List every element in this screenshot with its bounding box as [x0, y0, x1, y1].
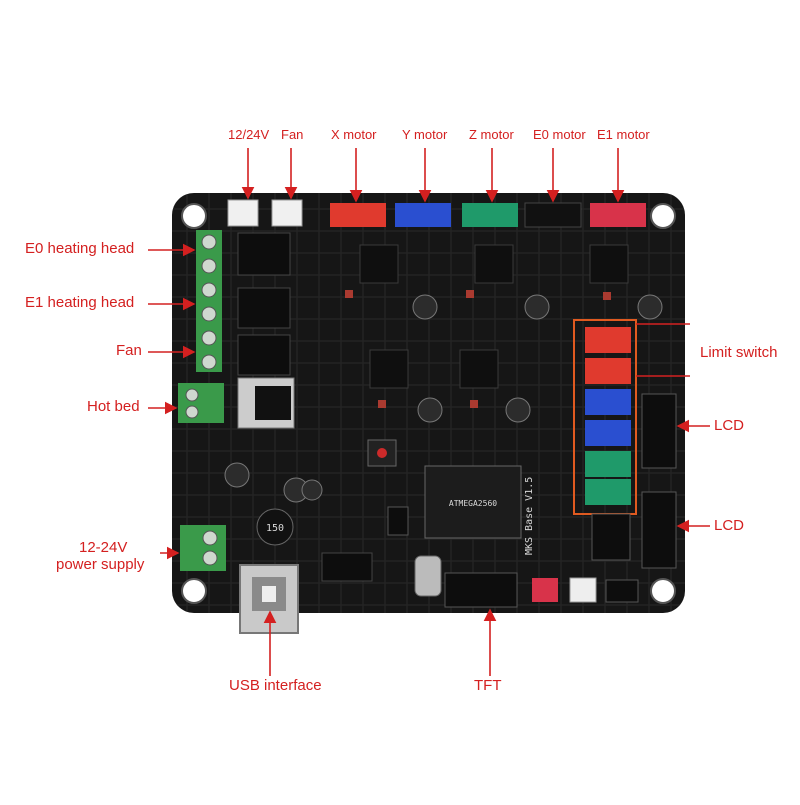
- mount-hole: [181, 203, 207, 229]
- bottom-pink-connector: [532, 578, 558, 602]
- label-lcd-1: LCD: [714, 417, 745, 434]
- label-e0-motor: E0 motor: [533, 127, 586, 142]
- label-lcd-2: LCD: [714, 517, 745, 534]
- label-fan-top: Fan: [281, 127, 304, 142]
- label-tft: TFT: [474, 677, 502, 694]
- mcu-marking: ATMEGA2560: [449, 499, 497, 508]
- label-limit-switch: Limit switch: [700, 344, 778, 361]
- header-pins: [387, 506, 409, 536]
- mount-hole: [650, 203, 676, 229]
- heater-fan-terminal-block: [196, 230, 222, 372]
- fan-connector: [271, 199, 303, 227]
- mcu-chip: ATMEGA2560: [424, 465, 522, 539]
- inductor-marking: 150: [266, 523, 284, 534]
- aux-header: [591, 513, 631, 561]
- bottom-white-connector: [569, 577, 597, 603]
- limit-switch-connectors: [585, 327, 631, 505]
- y-motor-connector: [395, 203, 451, 227]
- e1-motor-connector: [590, 203, 646, 227]
- usb-chip: [321, 552, 373, 582]
- tft-connector: [444, 572, 518, 608]
- power-12-24v-connector: [227, 199, 259, 227]
- hot-bed-terminal: [178, 383, 224, 423]
- lcd-header-1: [641, 393, 677, 469]
- capacitors: [224, 294, 663, 503]
- label-y-motor: Y motor: [402, 127, 448, 142]
- label-hot-bed: Hot bed: [87, 398, 140, 415]
- label-e1-heating-head: E1 heating head: [25, 294, 135, 311]
- mount-hole: [650, 578, 676, 604]
- left-terminals: [178, 230, 226, 571]
- power-supply-terminal: [180, 525, 226, 571]
- label-power-supply-line2: power supply: [56, 556, 145, 573]
- inductor: [256, 508, 294, 546]
- label-usb-interface: USB interface: [229, 677, 322, 694]
- board-silkscreen: MKS Base V1.5: [524, 477, 535, 555]
- lcd-header-2: [641, 491, 677, 569]
- label-12-24v: 12/24V: [228, 127, 270, 142]
- e0-motor-connector: [524, 202, 582, 228]
- x-motor-connector: [330, 203, 386, 227]
- top-connectors: [227, 199, 646, 228]
- label-x-motor: X motor: [331, 127, 377, 142]
- crystal: [414, 555, 442, 597]
- label-e0-heating-head: E0 heating head: [25, 240, 135, 257]
- leader-lines: [148, 148, 710, 676]
- label-power-supply-line1: 12-24V: [79, 539, 128, 556]
- leds: [345, 290, 611, 408]
- label-z-motor: Z motor: [469, 127, 514, 142]
- usb-port: [239, 564, 299, 634]
- stepper-drivers: [359, 244, 629, 389]
- bottom-black-connector: [605, 579, 639, 603]
- mount-hole: [181, 578, 207, 604]
- mosfets: [237, 232, 295, 429]
- z-motor-connector: [462, 203, 518, 227]
- label-e1-motor: E1 motor: [597, 127, 650, 142]
- label-fan-left: Fan: [116, 342, 142, 359]
